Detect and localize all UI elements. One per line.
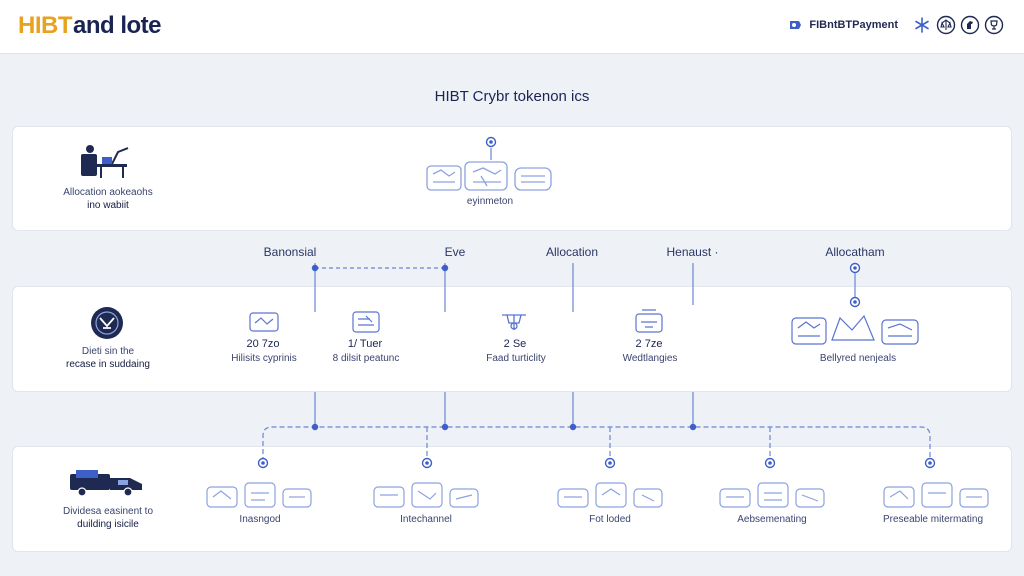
allocation-desk-icon [81, 145, 129, 178]
dividends-side-label-2: duilding isicile [77, 519, 139, 530]
dividends-side-label-1: Dividesa easinent to [62, 506, 154, 517]
logo-text: and lote [73, 12, 162, 39]
drone-icon [502, 314, 526, 330]
distribution-band [12, 286, 1012, 392]
row3-caption-5: Preseable mitermating [882, 514, 984, 525]
distribution-side-label-1: Dieti sin the [81, 346, 135, 357]
horse-icon[interactable] [960, 15, 980, 35]
column-label-4: Henaust · [666, 245, 719, 259]
payment-link[interactable]: FIBntBTPayment [809, 19, 898, 31]
row3-caption-2: Intechannel [400, 514, 452, 525]
row3-caption-1: Inasngod [239, 514, 281, 525]
snowflake-icon[interactable] [912, 15, 932, 35]
allocation-band [12, 126, 1012, 231]
row2-caption-4: Wedtlangies [622, 353, 678, 364]
row3-icons-2 [373, 482, 479, 508]
allocation-center-caption: eyinmeton [466, 196, 514, 207]
allocation-side-label-1: Allocation aokeaohs [63, 187, 153, 198]
distribution-badge-icon [91, 307, 123, 339]
allocation-group-icon [791, 314, 919, 345]
distribution-side-label-2: recase in suddaing [66, 359, 150, 370]
row2-value-1: 20 7zo [246, 338, 280, 350]
row3-icons-3 [557, 482, 663, 508]
delivery-truck-icon [70, 470, 142, 497]
column-label-1: Banonsial [263, 245, 317, 259]
row2-caption-2: 8 dilsit peatunc [332, 353, 400, 364]
scale-icon[interactable] [936, 15, 956, 35]
row2-caption-1: Hilisits cyprinis [231, 353, 297, 364]
header-actions: FIBntBTPayment [788, 12, 1004, 38]
ledger-icon [249, 312, 279, 332]
column-label-5: Allocatham [825, 245, 885, 259]
row3-icons-5 [883, 482, 989, 508]
row3-icons-4 [719, 482, 825, 508]
page-title: HIBT Crybr tokenon ics [434, 88, 590, 105]
dividends-band [12, 446, 1012, 552]
row2-value-3: 2 Se [503, 338, 527, 350]
row2-caption-5: Bellyred nenjeals [819, 353, 897, 364]
top-header: HIBT and lote FIBntBTPayment [0, 0, 1024, 54]
allocation-side-label-2: ino wabiit [87, 200, 129, 211]
logo-mark: HIBT [18, 12, 73, 39]
row3-icons-1 [206, 482, 312, 508]
row3-caption-3: Fot loded [589, 514, 631, 525]
tokens-stack-icon [426, 161, 552, 191]
column-label-3: Allocation [545, 245, 599, 259]
row2-value-2: 1/ Tuer [347, 338, 383, 350]
payment-icon [790, 21, 802, 29]
brand-logo[interactable]: HIBT and lote [18, 10, 162, 42]
row3-caption-4: Aebsemenating [737, 514, 807, 525]
transfer-icon [352, 311, 380, 333]
column-label-2: Eve [444, 245, 466, 259]
trophy-icon[interactable] [984, 15, 1004, 35]
row2-value-4: 2 7ze [635, 338, 663, 350]
row2-caption-3: Faad turticlity [486, 353, 546, 364]
exchange-icon [635, 309, 663, 333]
